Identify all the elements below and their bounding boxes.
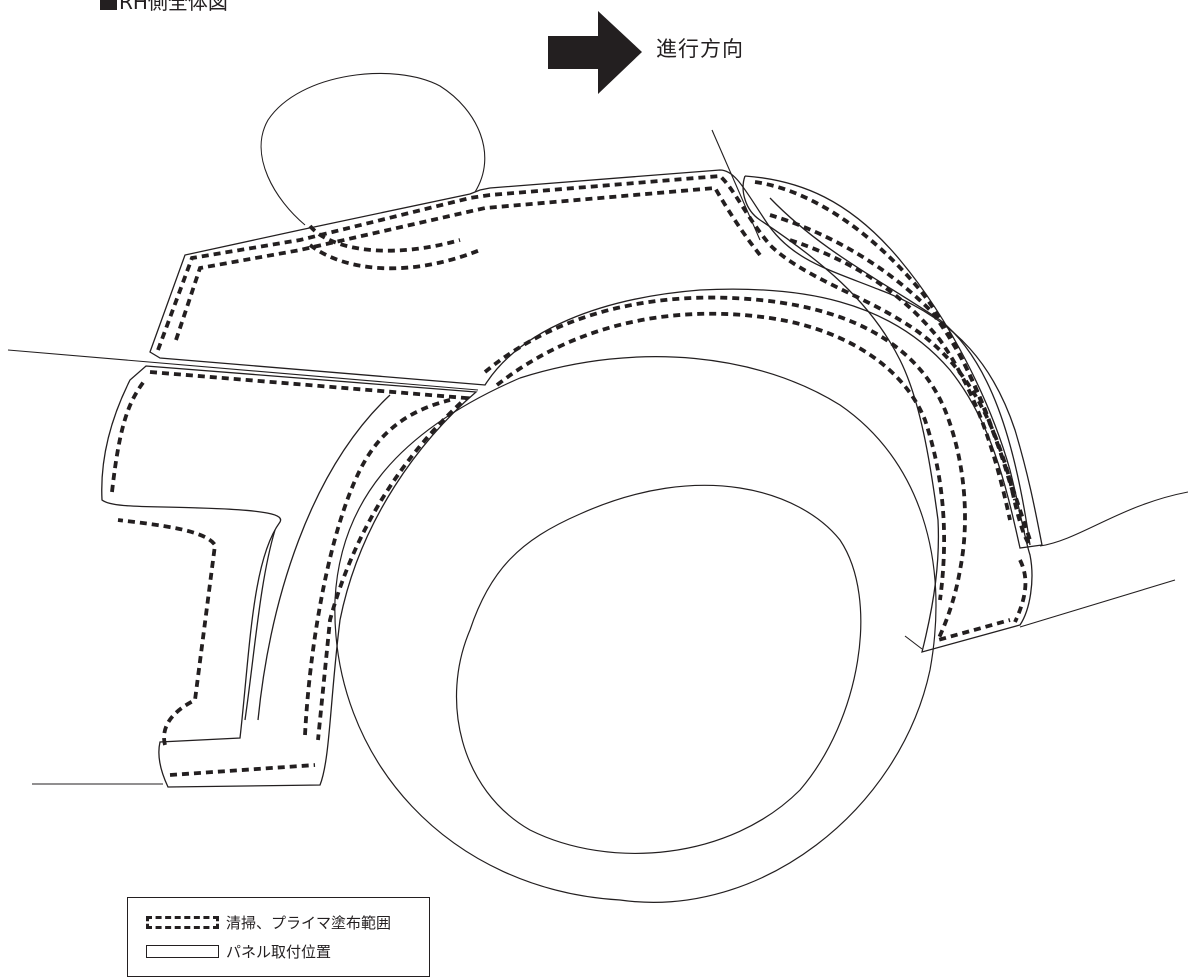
panel-solid-rear-arch	[742, 175, 1033, 653]
legend-solid-label: パネル取付位置	[226, 942, 332, 961]
panel-outlines	[101, 169, 1043, 788]
primer-dashed-rear-2	[769, 213, 1017, 501]
legend-dashed-label: 清掃、プライマ塗布範囲	[226, 913, 392, 932]
title-square-bullet	[100, 0, 117, 10]
body-line-left	[7, 349, 479, 391]
body-line-right-lower	[1019, 579, 1176, 628]
primer-dashed-rear-3	[789, 238, 1012, 521]
inner-arch-line-right	[769, 197, 1031, 546]
primer-dashed-arch-inner	[495, 311, 946, 601]
panel-solid-upper	[149, 169, 1043, 549]
inner-arch-line-left	[244, 529, 276, 721]
diagram-title: RH側全体図	[100, 0, 228, 15]
primer-dashed-lower-left	[110, 378, 147, 493]
inner-arch-line-mid	[257, 394, 391, 721]
direction-arrow-icon	[548, 11, 642, 94]
tire-outline	[334, 356, 937, 903]
primer-dashed-arch-left	[303, 398, 451, 736]
primer-dashed-areas	[110, 174, 1032, 777]
rocker-stub	[904, 635, 923, 650]
diagram-title-text: RH側全体図	[119, 0, 228, 14]
legend-box: 清掃、プライマ塗布範囲 パネル取付位置	[127, 897, 430, 977]
legend-dashed-swatch	[146, 915, 219, 929]
primer-dashed-foot	[117, 518, 316, 777]
head-circle-outline	[260, 72, 486, 226]
travel-direction-label: 進行方向	[656, 37, 744, 61]
body-line-right-upper	[1039, 491, 1188, 547]
legend-item-primer: 清掃、プライマ塗布範囲	[146, 912, 391, 932]
wheel-outline	[455, 484, 862, 854]
primer-dashed-rear-1	[754, 180, 1032, 541]
primer-dashed-head-inner	[308, 224, 481, 271]
legend-solid-swatch	[146, 944, 219, 958]
legend-item-panel: パネル取付位置	[146, 941, 331, 961]
primer-dashed-upper-inner	[174, 186, 762, 341]
panel-solid-lower	[101, 365, 478, 788]
primer-dashed-arch-outer	[483, 295, 1011, 643]
primer-dashed-rear-outer	[1013, 559, 1028, 623]
